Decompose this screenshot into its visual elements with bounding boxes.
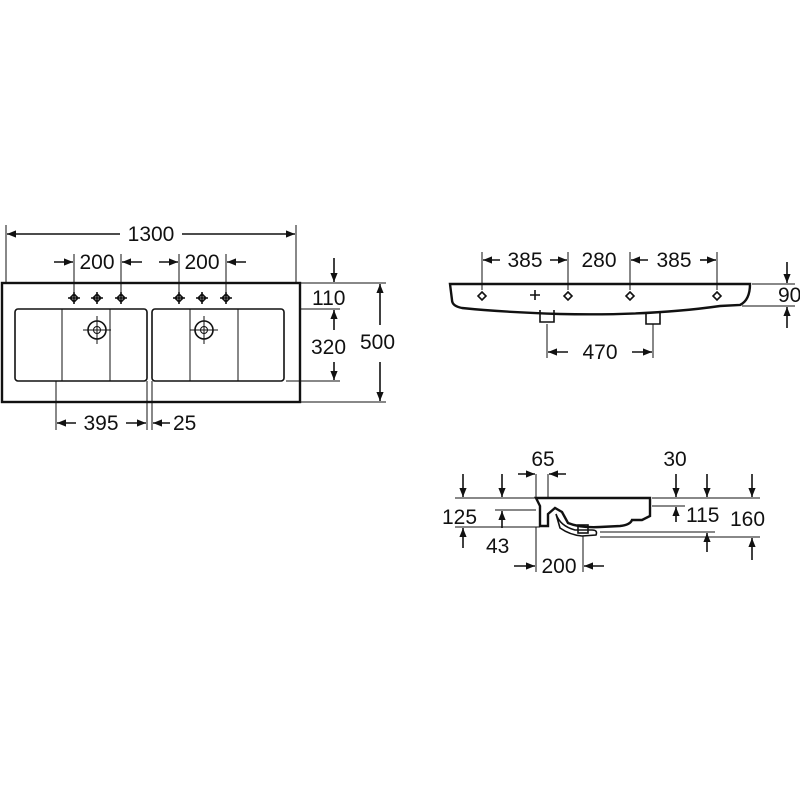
dimension-395-25: 395 25 bbox=[55, 381, 196, 435]
total-height-label: 160 bbox=[730, 508, 765, 531]
section-profile bbox=[534, 496, 652, 529]
front-left-segment-label: 385 bbox=[507, 249, 542, 272]
front-right-segment-label: 385 bbox=[656, 249, 691, 272]
front-tap-markers bbox=[476, 290, 723, 302]
dimension-500: 500 bbox=[300, 282, 395, 403]
section-view: 65 30 115 160 125 43 bbox=[442, 448, 765, 578]
tap-spacing-left-label: 200 bbox=[79, 251, 114, 274]
tap-holes bbox=[68, 292, 232, 304]
bowl-width-label: 395 bbox=[83, 412, 118, 435]
dimension-30-115-160: 30 115 160 bbox=[600, 448, 765, 560]
top-view: 1300 200 200 110 320 bbox=[0, 223, 395, 435]
overflow-height-label: 43 bbox=[486, 535, 509, 558]
dimension-125-43: 125 43 bbox=[442, 474, 540, 558]
overall-depth-label: 500 bbox=[360, 331, 395, 354]
front-top-dimensions: 385 280 385 bbox=[481, 249, 718, 290]
front-profile bbox=[448, 282, 752, 316]
dimension-200-section: 200 bbox=[514, 527, 604, 578]
front-height-label: 90 bbox=[778, 284, 800, 307]
basin-outline bbox=[0, 281, 302, 404]
dimension-200-right: 200 bbox=[159, 251, 246, 292]
inner-depth-label: 115 bbox=[686, 504, 719, 527]
waste-spacing-label: 470 bbox=[582, 341, 617, 364]
overall-width-label: 1300 bbox=[128, 223, 175, 246]
top-offset-label: 65 bbox=[531, 448, 554, 471]
dimension-65: 65 bbox=[518, 448, 566, 498]
front-view: 385 280 385 90 470 bbox=[448, 249, 800, 364]
dimension-1300: 1300 bbox=[5, 223, 297, 282]
left-bowl bbox=[14, 308, 148, 382]
bowl-depth-label: 320 bbox=[311, 336, 346, 359]
dimension-200-left: 200 bbox=[54, 251, 142, 292]
left-height-label: 125 bbox=[442, 506, 477, 529]
dimension-110-320: 110 320 bbox=[286, 258, 346, 382]
front-middle-segment-label: 280 bbox=[581, 249, 616, 272]
dimension-90: 90 bbox=[742, 262, 800, 328]
rim-thickness-label: 30 bbox=[663, 448, 686, 471]
waste-left bbox=[539, 310, 555, 323]
tap-offset-label: 110 bbox=[312, 287, 345, 310]
dimension-470: 470 bbox=[546, 324, 654, 364]
waste-offset-label: 200 bbox=[541, 555, 576, 578]
tap-spacing-right-label: 200 bbox=[184, 251, 219, 274]
bowl-gap-label: 25 bbox=[173, 412, 196, 435]
right-bowl bbox=[151, 308, 285, 382]
